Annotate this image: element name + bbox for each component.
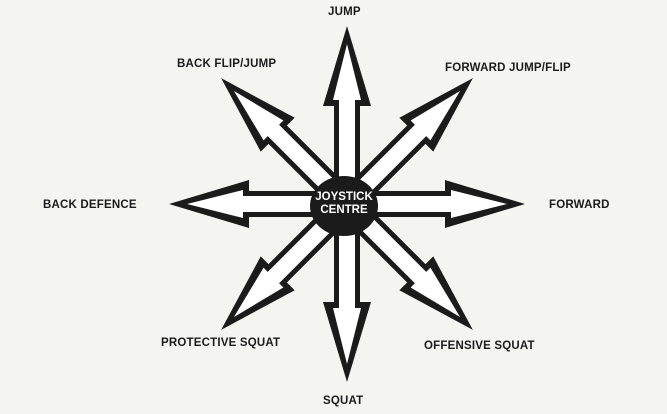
label-jump: JUMP — [328, 6, 361, 18]
label-forward-jump-flip: FORWARD JUMP/FLIP — [445, 62, 571, 74]
joystick-centre-circle — [310, 176, 378, 236]
joystick-centre-label: JOYSTICK CENTRE — [304, 191, 384, 217]
centre-line-1: JOYSTICK — [315, 191, 373, 203]
arrow-right — [369, 180, 525, 228]
label-back-defence: BACK DEFENCE — [43, 199, 137, 211]
arrow-up-right — [345, 61, 490, 206]
centre-line-2: CENTRE — [320, 204, 368, 216]
label-offensive-squat: OFFENSIVE SQUAT — [424, 340, 535, 352]
arrow-down — [323, 226, 371, 382]
label-protective-squat: PROTECTIVE SQUAT — [161, 337, 281, 349]
arrow-left — [169, 180, 325, 228]
label-back-flip-jump: BACK FLIP/JUMP — [177, 58, 277, 70]
label-forward: FORWARD — [549, 199, 610, 211]
arrow-up — [323, 26, 371, 182]
label-squat: SQUAT — [323, 395, 364, 407]
